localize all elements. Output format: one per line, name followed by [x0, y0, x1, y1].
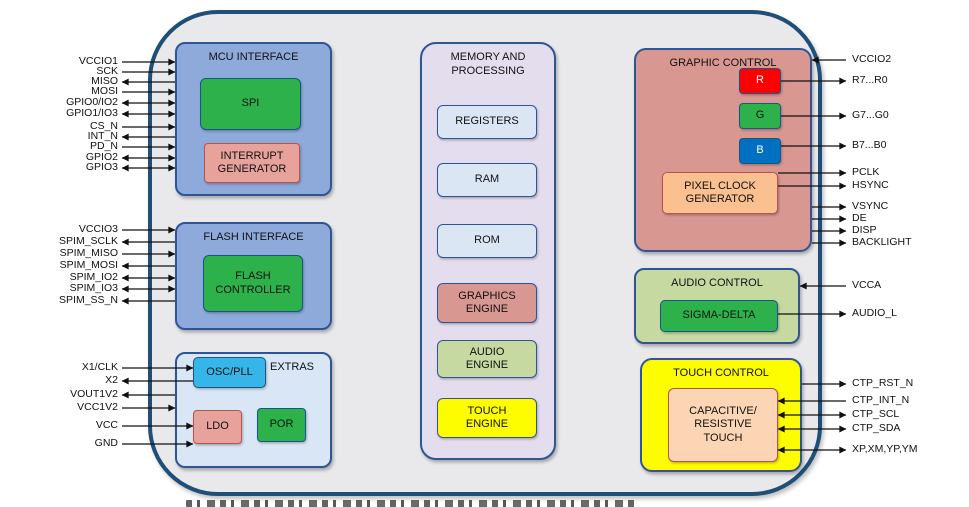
pin-label-vcca: VCCA [852, 279, 882, 291]
pin-label-gpio0-io2: GPIO0/IO2 [66, 96, 118, 108]
pin-label-de: DE [852, 212, 867, 224]
pin-label-gpio3: GPIO3 [85, 161, 118, 173]
pin-label-vcc: VCC [95, 419, 118, 431]
pin-label-gpio2: GPIO2 [85, 151, 118, 163]
pin-label-ctp-rst-n: CTP_RST_N [852, 377, 914, 389]
node-g-channel: G [739, 103, 781, 129]
cropped-caption [186, 500, 638, 507]
pin-label-spim-ss-n: SPIM_SS_N [59, 294, 118, 306]
group-title-graphic-control: GRAPHIC CONTROL [669, 57, 777, 69]
pin-label-miso: MISO [91, 75, 118, 87]
group-title-mcu-interface: MCU INTERFACE [208, 51, 299, 63]
pin-label-vccio1: VCCIO1 [78, 55, 118, 67]
node-audio-engine: AUDIO ENGINE [437, 340, 537, 378]
pin-label-cs-n: CS_N [89, 120, 118, 132]
node-por: POR [257, 408, 306, 442]
pin-label-spim-io3: SPIM_IO3 [69, 282, 118, 294]
pin-label-g7-g0: G7...G0 [852, 109, 889, 121]
pin-label-vccio2: VCCIO2 [852, 53, 892, 65]
node-ram: RAM [437, 163, 537, 197]
pin-label-ctp-scl: CTP_SCL [852, 408, 900, 420]
pin-label-gnd: GND [94, 437, 118, 449]
node-pixel-clock-generator: PIXEL CLOCK GENERATOR [662, 172, 778, 214]
pin-label-x2: X2 [105, 374, 118, 386]
group-title-extras: EXTRAS [269, 361, 314, 373]
group-title-touch-control: TOUCH CONTROL [673, 367, 769, 379]
pin-label-b7-b0: B7...B0 [852, 139, 887, 151]
group-title-flash-interface: FLASH INTERFACE [203, 231, 304, 243]
pin-label-gpio1-io3: GPIO1/IO3 [66, 107, 118, 119]
pin-label-disp: DISP [852, 224, 877, 236]
node-flash-controller: FLASH CONTROLLER [203, 255, 303, 312]
node-touch-engine: TOUCH ENGINE [437, 398, 537, 438]
node-capacitive-resistive-touch: CAPACITIVE/ RESISTIVE TOUCH [668, 388, 778, 462]
pin-label-spim-io2: SPIM_IO2 [69, 271, 118, 283]
node-r-channel: R [739, 68, 781, 94]
pin-label-vsync: VSYNC [852, 200, 889, 212]
node-ldo: LDO [193, 410, 242, 444]
node-registers: REGISTERS [437, 105, 537, 139]
node-b-channel: B [739, 138, 781, 164]
pin-label-vcc1v2: VCC1V2 [77, 401, 118, 413]
pin-label-backlight: BACKLIGHT [852, 236, 912, 248]
node-spi: SPI [200, 78, 301, 130]
pin-label-spim-sclk: SPIM_SCLK [59, 235, 118, 247]
node-osc-pll: OSC/PLL [193, 357, 266, 388]
pin-label-spim-mosi: SPIM_MOSI [59, 259, 118, 271]
node-graphics-engine: GRAPHICS ENGINE [437, 283, 537, 323]
node-sigma-delta: SIGMA-DELTA [660, 300, 778, 332]
node-interrupt-generator: INTERRUPT GENERATOR [204, 143, 300, 183]
group-title-audio-control: AUDIO CONTROL [671, 277, 763, 289]
group-graphic-control: GRAPHIC CONTROL [634, 48, 812, 252]
pin-label-sck: SCK [96, 65, 118, 77]
pin-label-pclk: PCLK [852, 166, 880, 178]
pin-label-r7-r0: R7...R0 [852, 74, 888, 86]
pin-label-ctp-sda: CTP_SDA [852, 422, 901, 434]
pin-label-mosi: MOSI [91, 85, 118, 97]
pin-label-vout1v2: VOUT1V2 [70, 388, 118, 400]
pin-label-ctp-int-n: CTP_INT_N [852, 394, 910, 406]
group-title-memory-and-processing: MEMORY AND PROCESSING [450, 51, 526, 78]
pin-label-xp-xm-yp-ym: XP,XM,YP,YM [852, 443, 918, 455]
pin-label-audio-l: AUDIO_L [852, 307, 897, 319]
pin-label-vccio3: VCCIO3 [78, 223, 118, 235]
pin-label-pd-n: PD_N [89, 140, 118, 152]
pin-label-hsync: HSYNC [852, 179, 889, 191]
pin-label-x1-clk: X1/CLK [81, 361, 118, 373]
pin-label-int-n: INT_N [87, 130, 118, 142]
node-rom: ROM [437, 224, 537, 258]
pin-label-spim-miso: SPIM_MISO [59, 247, 118, 259]
